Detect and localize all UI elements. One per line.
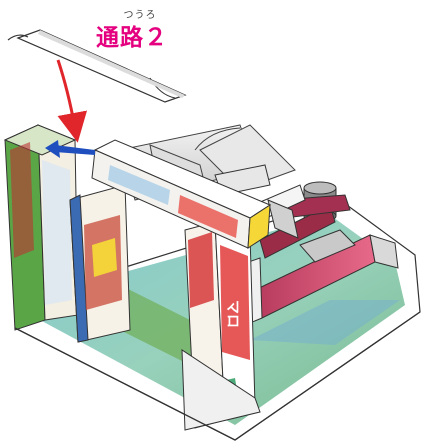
passage-label: 通路２ <box>96 25 168 51</box>
top-beam <box>91 139 272 249</box>
label-ruby: つうろ <box>123 10 157 21</box>
left-pillar <box>3 124 79 331</box>
marble-logo: マロ <box>224 300 240 328</box>
insert-arrow <box>56 59 88 143</box>
passage-2-piece <box>7 29 187 103</box>
slot-arrow <box>45 140 95 158</box>
left-middle-box <box>69 184 131 343</box>
right-pillar: マロ <box>181 221 261 431</box>
